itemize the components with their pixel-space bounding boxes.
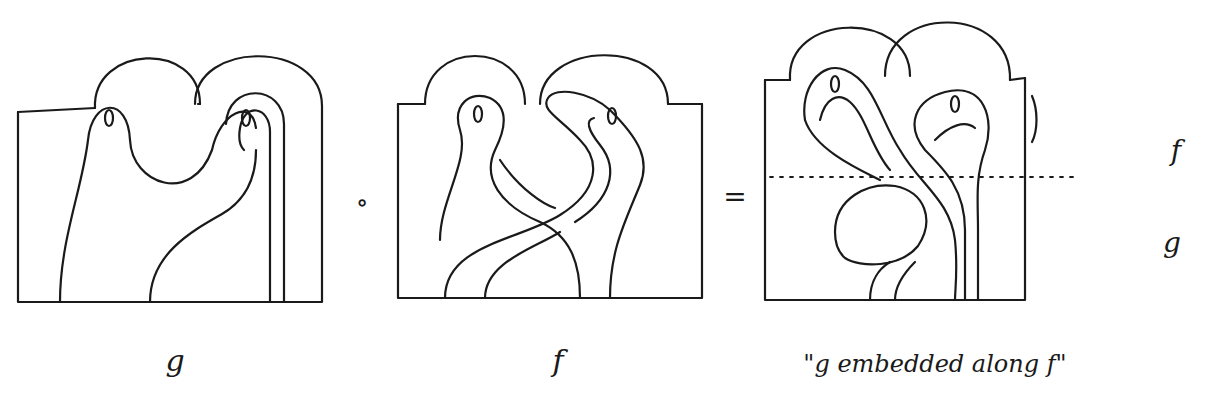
surface-f — [398, 55, 702, 298]
label-text: f — [1171, 134, 1181, 167]
figure-label: g — [165, 343, 184, 378]
label-text: g — [165, 343, 184, 378]
figure-label: g — [1163, 226, 1181, 259]
surface-g — [18, 56, 322, 302]
figure-label: = — [723, 180, 746, 213]
label-text: "g embedded along f" — [803, 350, 1066, 378]
figure-label: f — [1171, 134, 1181, 167]
label-text: g — [1163, 226, 1181, 259]
figure-label: f — [552, 343, 563, 378]
label-text: = — [723, 180, 746, 213]
figure-label: ∘ — [356, 187, 369, 217]
label-text: ∘ — [356, 187, 369, 217]
surface-composite — [765, 22, 1080, 300]
label-text: f — [552, 343, 563, 378]
figure-label: "g embedded along f" — [803, 350, 1066, 378]
